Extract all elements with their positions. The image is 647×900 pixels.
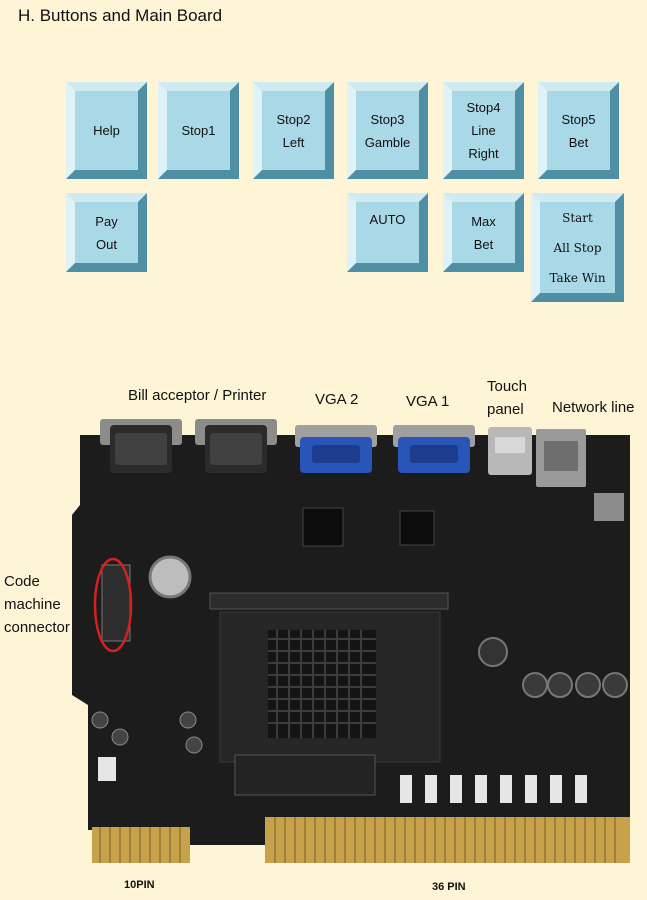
stop3-gamble-button[interactable]: Stop3 Gamble — [347, 82, 428, 179]
stop3-button-sublabel: Gamble — [364, 134, 411, 150]
db9-connector-2 — [195, 419, 277, 473]
stop4-button-sublabel-2: Right — [468, 146, 499, 161]
help-button-label: Help — [93, 123, 120, 138]
payout-button[interactable]: Pay Out — [66, 193, 147, 272]
touch-panel-label-line2: panel — [487, 401, 524, 418]
touch-panel-label-line1: Touch — [487, 378, 528, 395]
network-line-label: Network line — [552, 399, 635, 416]
stop1-button[interactable]: Stop1 — [158, 82, 239, 179]
payout-button-sublabel: Out — [96, 236, 117, 252]
vga2-label: VGA 2 — [315, 391, 359, 408]
stop5-button-sublabel: Bet — [568, 134, 589, 150]
code-machine-label-line2: machine — [4, 596, 61, 613]
code-machine-label-line3: connector — [4, 619, 70, 636]
code-machine-label-line1: Code — [4, 573, 40, 590]
touch-panel-label: Touch panel — [487, 375, 527, 421]
stop2-button-label: Stop2 — [276, 111, 311, 127]
payout-button-label: Pay — [95, 213, 118, 229]
main-board-photo — [72, 419, 630, 863]
cpu-chip — [302, 507, 344, 547]
stop2-button-sublabel: Left — [282, 134, 305, 150]
db9-connector-1 — [100, 419, 182, 473]
maxbet-button-sublabel: Bet — [473, 236, 494, 252]
36pin-label: 36 PIN — [432, 881, 466, 893]
vga2-connector — [295, 425, 377, 473]
stop5-button-label: Stop5 — [561, 111, 596, 127]
code-machine-connector-label: Code machine connector — [4, 570, 70, 639]
auto-button[interactable]: AUTO — [347, 193, 428, 272]
vga1-label: VGA 1 — [406, 393, 450, 410]
gold-fingers-36pin — [265, 817, 630, 863]
start-button-sublabel-2: Take Win — [549, 270, 606, 285]
vga1-connector — [393, 425, 475, 473]
maxbet-button-label: Max — [471, 213, 496, 229]
stop2-left-button[interactable]: Stop2 Left — [253, 82, 334, 179]
10pin-label: 10PIN — [124, 879, 155, 891]
auto-button-label: AUTO — [369, 212, 406, 227]
start-button-sublabel-1: All Stop — [553, 240, 602, 255]
heatsink — [268, 630, 376, 738]
stop4-line-right-button[interactable]: Stop4 Line Right — [443, 82, 524, 179]
memory-slot — [209, 592, 449, 610]
bill-acceptor-printer-label: Bill acceptor / Printer — [128, 387, 267, 404]
stop5-bet-button[interactable]: Stop5 Bet — [538, 82, 619, 179]
stop4-button-sublabel-1: Line — [471, 123, 496, 138]
stop3-button-label: Stop3 — [370, 111, 405, 127]
help-button[interactable]: Help — [66, 82, 147, 179]
maxbet-button[interactable]: Max Bet — [443, 193, 524, 272]
section-title: H. Buttons and Main Board — [18, 6, 223, 25]
start-button-label: Start — [562, 210, 593, 225]
highlight-circle — [93, 557, 133, 653]
start-allstop-takewin-button[interactable]: Start All Stop Take Win — [531, 193, 624, 302]
stop1-button-label: Stop1 — [181, 123, 216, 138]
gold-fingers-10pin — [92, 827, 190, 863]
stop4-button-label: Stop4 — [466, 100, 501, 115]
coin-battery — [148, 555, 192, 599]
